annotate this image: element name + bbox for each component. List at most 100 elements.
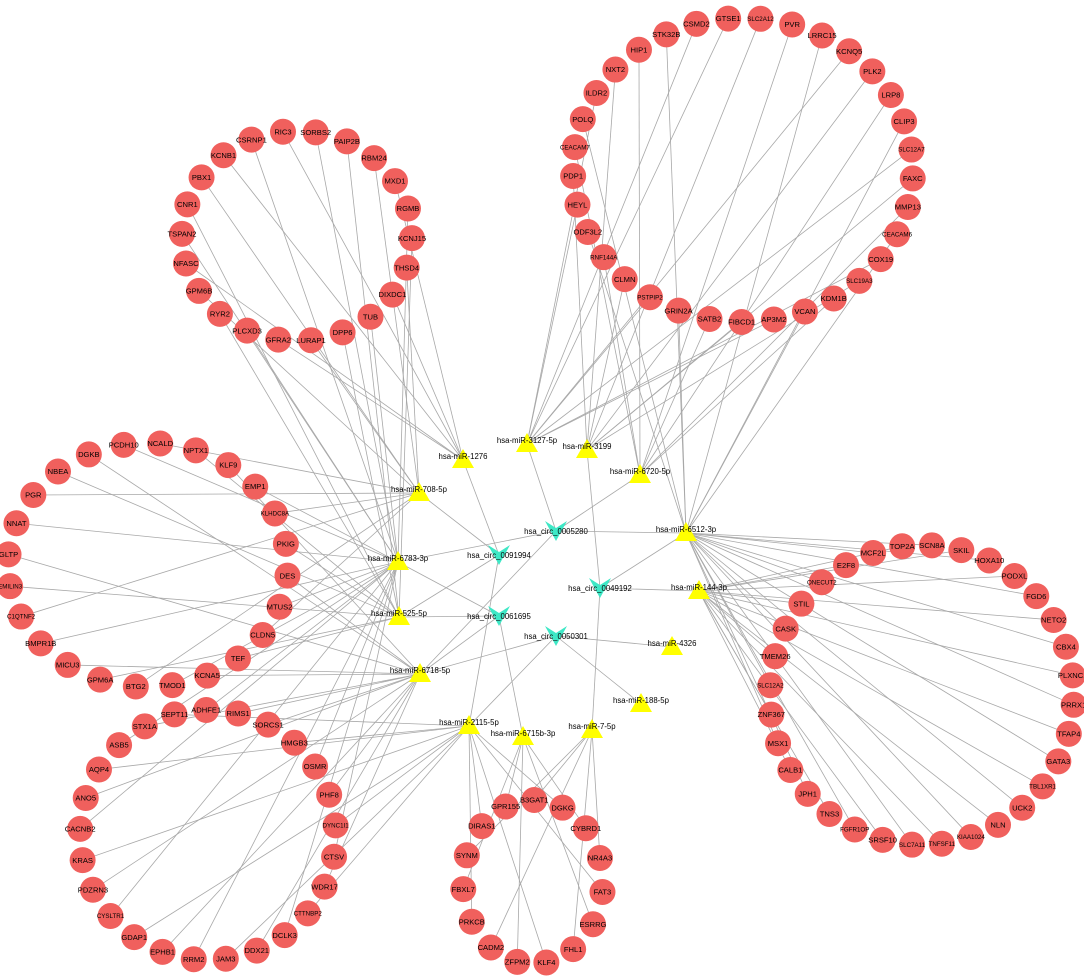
- gene-node[interactable]: SORCS1: [252, 711, 284, 738]
- gene-node[interactable]: MCF2L: [860, 539, 887, 566]
- gene-node[interactable]: DGKB: [75, 441, 102, 468]
- gene-node[interactable]: CASK: [772, 615, 799, 642]
- gene-node[interactable]: CEACAM7: [560, 134, 590, 161]
- gene-node[interactable]: COX19: [867, 246, 894, 273]
- gene-node[interactable]: ADHFE1: [191, 697, 221, 724]
- gene-node[interactable]: ONECUT2: [807, 569, 837, 596]
- gene-node[interactable]: EMILIN3: [0, 573, 24, 600]
- gene-node[interactable]: SLC19A3: [846, 267, 873, 294]
- mirna-node[interactable]: hsa-miR-3199: [563, 439, 612, 458]
- gene-node[interactable]: HEYL: [564, 191, 591, 218]
- gene-node[interactable]: SORBS2: [300, 119, 331, 146]
- gene-node[interactable]: EMP1: [242, 473, 269, 500]
- gene-node[interactable]: B3GAT1: [520, 787, 549, 814]
- gene-node[interactable]: JAM3: [212, 945, 239, 972]
- gene-node[interactable]: SCN8A: [918, 532, 946, 559]
- gene-node[interactable]: LURAP1: [296, 327, 326, 354]
- gene-node[interactable]: SLC2A12: [747, 5, 774, 32]
- gene-node[interactable]: NCALD: [147, 430, 174, 457]
- gene-node[interactable]: GRIN2A: [664, 297, 694, 324]
- gene-node[interactable]: PODXL: [1001, 562, 1028, 589]
- gene-node[interactable]: CACNB2: [65, 815, 96, 842]
- gene-node[interactable]: RIMS1: [225, 700, 252, 727]
- circrna-node[interactable]: hsa_circ_0061695: [467, 606, 532, 626]
- gene-node[interactable]: E2F8: [833, 552, 859, 579]
- gene-node[interactable]: PGR: [20, 482, 47, 509]
- circrna-node[interactable]: hsa_circ_0091994: [467, 545, 532, 565]
- gene-node[interactable]: CSMD2: [683, 10, 710, 37]
- mirna-node[interactable]: hsa-miR-4326: [648, 636, 697, 655]
- gene-node[interactable]: KIAA1024: [957, 824, 985, 851]
- mirna-node[interactable]: hsa-miR-6720-5p: [610, 464, 671, 483]
- gene-node[interactable]: SATB2: [696, 306, 723, 333]
- gene-node[interactable]: CALB1: [777, 757, 804, 783]
- gene-node[interactable]: DYNC1I1: [323, 812, 350, 839]
- gene-node[interactable]: DIRAS1: [468, 813, 496, 840]
- gene-node[interactable]: LRRC15: [808, 22, 837, 49]
- gene-node[interactable]: ESRRG: [579, 911, 607, 938]
- gene-node[interactable]: NPTX1: [182, 437, 209, 464]
- gene-node[interactable]: CTTNBP2: [294, 900, 323, 927]
- gene-node[interactable]: FBXL7: [450, 876, 477, 903]
- gene-node[interactable]: RGMB: [394, 195, 421, 222]
- gene-node[interactable]: DCLK3: [271, 922, 298, 949]
- gene-node[interactable]: NXT2: [602, 56, 629, 83]
- gene-node[interactable]: RBM24: [361, 145, 388, 172]
- gene-node[interactable]: ODF3L2: [573, 219, 602, 246]
- gene-node[interactable]: LRP8: [877, 82, 904, 109]
- gene-node[interactable]: ANO5: [72, 785, 99, 812]
- gene-node[interactable]: CEACAM6: [882, 221, 913, 248]
- gene-node[interactable]: TSPAN2: [168, 220, 197, 247]
- gene-node[interactable]: FIBCD1: [728, 308, 755, 335]
- gene-node[interactable]: GPM6A: [87, 666, 115, 693]
- gene-node[interactable]: TNFSF11: [929, 830, 956, 857]
- gene-node[interactable]: SLC7A11: [899, 831, 926, 858]
- mirna-node[interactable]: hsa-miR-6512-3p: [656, 522, 717, 541]
- gene-node[interactable]: AQP4: [85, 756, 112, 783]
- gene-node[interactable]: PKIG: [272, 530, 299, 557]
- gene-node[interactable]: MXD1: [382, 168, 409, 195]
- mirna-node[interactable]: hsa-miR-144-3p: [671, 580, 728, 599]
- gene-node[interactable]: GDAP1: [121, 924, 148, 951]
- gene-node[interactable]: DDX21: [243, 937, 270, 964]
- mirna-node[interactable]: hsa-miR-6783-3p: [368, 551, 429, 570]
- gene-node[interactable]: PDP1: [560, 163, 587, 190]
- gene-node[interactable]: KLF9: [215, 452, 242, 479]
- gene-node[interactable]: BMPR1B: [25, 630, 56, 657]
- gene-node[interactable]: MMP13: [895, 194, 921, 221]
- gene-node[interactable]: TNS3: [816, 801, 843, 828]
- gene-node[interactable]: GTSE1: [715, 5, 742, 32]
- mirna-node[interactable]: hsa-miR-708-5p: [391, 482, 448, 501]
- gene-node[interactable]: PRRX1: [1060, 691, 1084, 718]
- gene-node[interactable]: EPHB1: [149, 938, 176, 965]
- gene-node[interactable]: PBX1: [188, 164, 215, 191]
- gene-node[interactable]: CSRNP1: [236, 126, 267, 153]
- gene-node[interactable]: NLN: [985, 811, 1011, 838]
- gene-node[interactable]: UCK2: [1009, 794, 1036, 821]
- gene-node[interactable]: NETO2: [1040, 607, 1067, 633]
- gene-node[interactable]: CADM2: [478, 934, 505, 961]
- gene-node[interactable]: KDM1B: [821, 285, 847, 312]
- gene-node[interactable]: HOXA10: [974, 547, 1004, 574]
- gene-node[interactable]: FHL1: [560, 936, 587, 963]
- gene-node[interactable]: POLQ: [569, 106, 596, 133]
- gene-node[interactable]: RIC3: [269, 118, 296, 145]
- mirna-node[interactable]: hsa-miR-6715b-3p: [491, 726, 556, 745]
- gene-node[interactable]: DGKG: [549, 794, 576, 821]
- gene-node[interactable]: FAXC: [899, 165, 926, 192]
- gene-node[interactable]: KCNA5: [194, 662, 221, 689]
- gene-node[interactable]: SRSF10: [868, 826, 897, 853]
- gene-node[interactable]: AP3M2: [760, 306, 787, 333]
- mirna-node[interactable]: hsa-miR-2115-5p: [439, 715, 499, 734]
- gene-node[interactable]: CLDN5: [249, 621, 276, 648]
- gene-node[interactable]: GLTP: [0, 541, 22, 568]
- gene-node[interactable]: PVR: [779, 11, 806, 38]
- gene-node[interactable]: HIP1: [625, 36, 652, 63]
- gene-node[interactable]: SLC12A2: [757, 672, 784, 699]
- gene-node[interactable]: STIL: [788, 590, 815, 617]
- gene-node[interactable]: RYR2: [206, 300, 233, 327]
- gene-node[interactable]: STX1A: [131, 713, 158, 740]
- gene-node[interactable]: MICU3: [54, 651, 81, 678]
- mirna-node[interactable]: hsa-miR-3127-5p: [497, 433, 558, 452]
- gene-node[interactable]: FGFR1OP: [840, 816, 869, 843]
